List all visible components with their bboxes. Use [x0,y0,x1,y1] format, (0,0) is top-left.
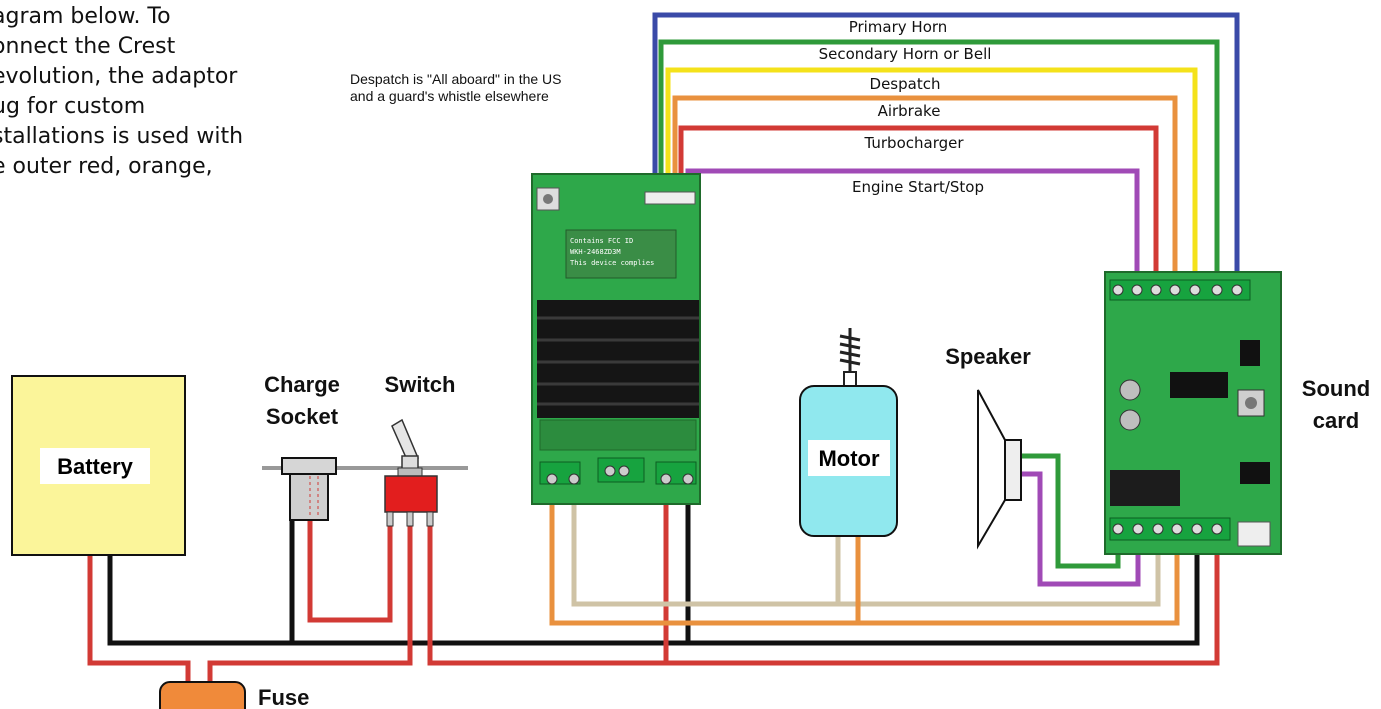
label-airbrake: Airbrake [878,102,941,120]
fuse-body [159,681,246,709]
charge-socket [281,457,337,521]
charge-socket-label-line1: Charge [264,372,340,397]
sound-card-label-line1: Sound [1302,376,1370,401]
fuse-label: Fuse [258,685,309,709]
wire-primary-horn [652,12,1240,287]
label-primary-horn: Primary Horn [849,18,948,36]
label-secondary-horn: Secondary Horn or Bell [819,45,992,63]
wire-airbrake [672,95,1178,287]
motor-label: Motor [818,446,880,471]
toggle-switch [384,418,438,527]
speaker [977,389,1022,550]
wire-motor-beige [571,490,1161,607]
wire-ground-black [107,548,1200,646]
sound-card-label-line2: card [1313,408,1359,433]
wire-fuse-to-switch [207,512,413,690]
label-engine-start-stop: Engine Start/Stop [852,178,984,196]
motor [799,328,898,537]
battery-label: Battery [57,454,134,479]
wire-switch-to-card [427,512,1220,666]
label-despatch: Despatch [870,75,941,93]
wire-speaker-green [1020,453,1121,569]
motor-controller-board: Contains FCC ID WKH-2468ZD3M This device… [531,173,701,505]
intro-line: e outer red, orange, [0,154,213,179]
wire-motor-orange [549,490,1180,626]
speaker-label: Speaker [945,344,1031,369]
note-line: and a guard's whistle elsewhere [350,88,549,104]
intro-line: onnect the Crest [0,34,176,59]
wire-speaker-purple [1020,471,1141,587]
despatch-note: Despatch is "All aboard" in the US and a… [350,71,630,105]
wire-despatch [665,67,1198,287]
battery-label-box [40,448,150,484]
label-turbocharger: Turbocharger [863,134,964,152]
wire-battery-positive [87,555,191,690]
wire-socket-to-switch [307,512,393,623]
wire-turbocharger [678,125,1159,287]
charge-socket-label-line2: Socket [266,404,339,429]
intro-text: agram below. To onnect the Crest evoluti… [0,2,292,182]
switch-label: Switch [385,372,456,397]
intro-line: agram below. To [0,4,171,29]
intro-line: stallations is used with [0,124,244,149]
svg-text:WKH-2468ZD3M: WKH-2468ZD3M [570,248,621,256]
svg-text:This device complies: This device complies [570,259,654,267]
sound-card-board [1104,271,1282,555]
wire-secondary-horn [658,39,1220,287]
note-line: Despatch is "All aboard" in the US [350,71,562,87]
intro-line: evolution, the adaptor [0,64,238,89]
intro-line: ug for custom [0,94,146,119]
svg-text:Contains FCC ID: Contains FCC ID [570,237,633,245]
